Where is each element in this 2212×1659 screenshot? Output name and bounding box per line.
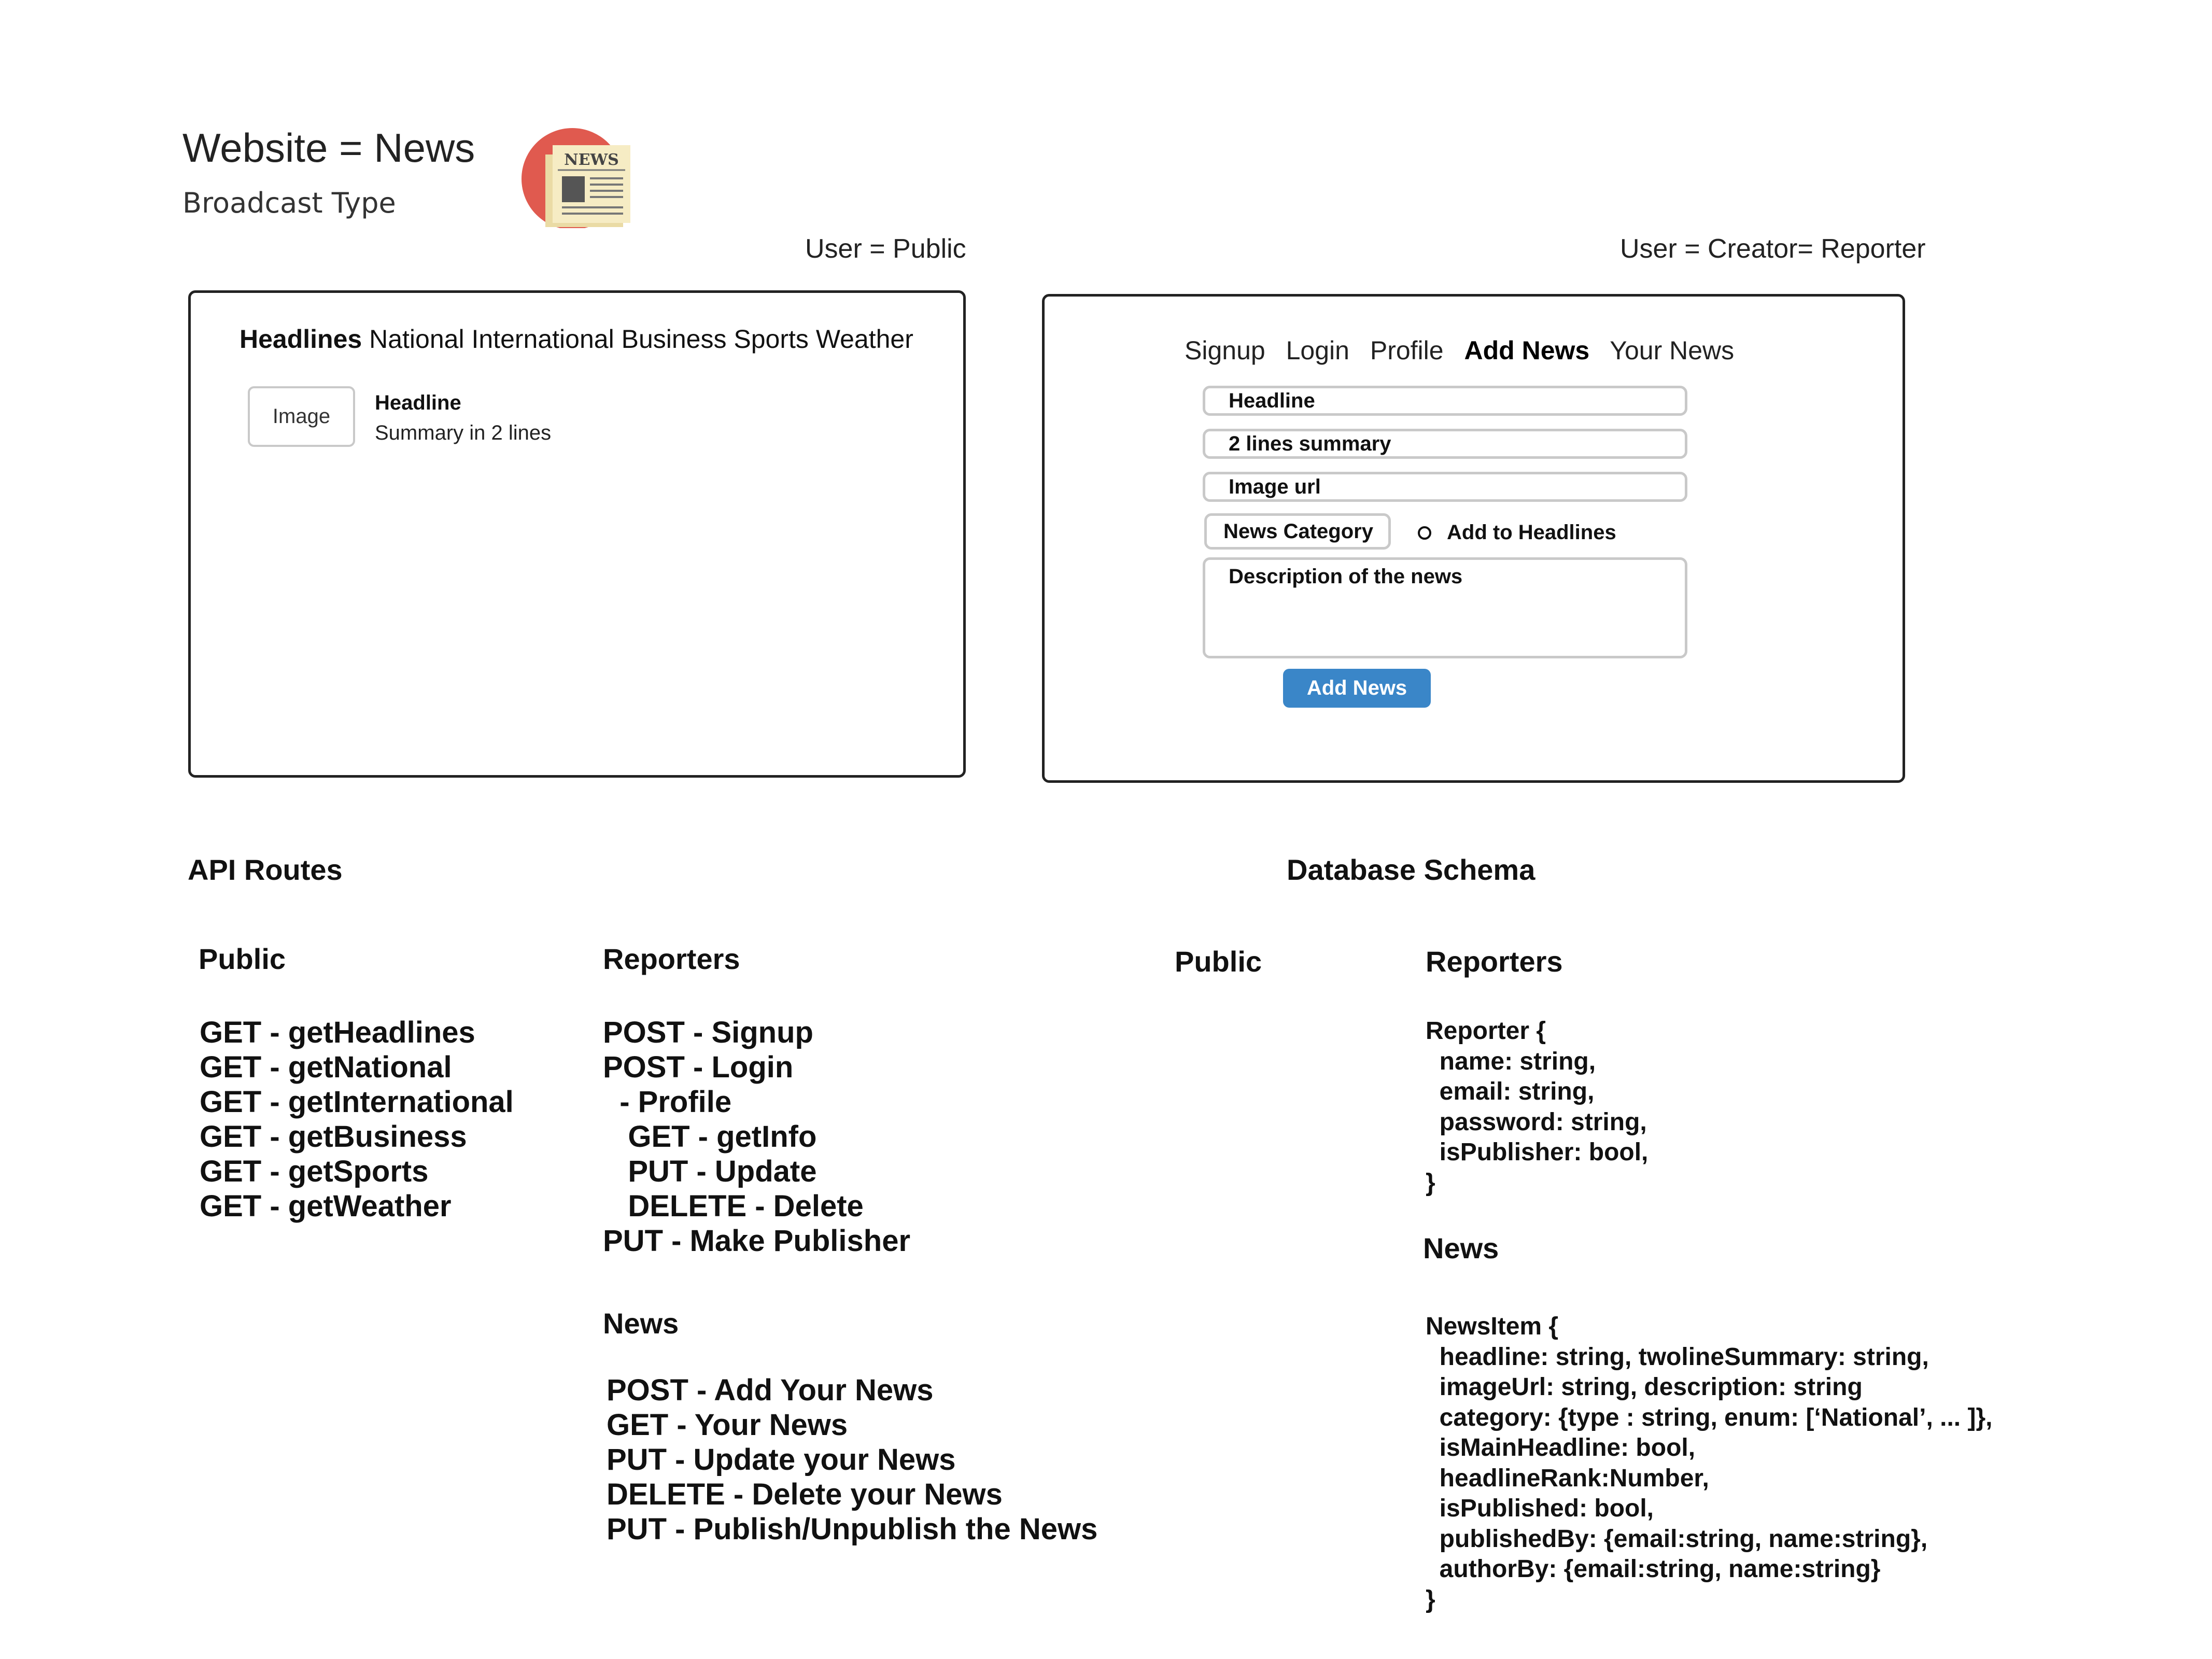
api-public-heading: Public <box>199 943 286 975</box>
tab-profile[interactable]: Profile <box>1370 336 1444 365</box>
api-public-routes: GET - getHeadlines GET - getNational GET… <box>200 1015 514 1224</box>
nav-sports[interactable]: Sports <box>734 325 809 354</box>
article-summary: Summary in 2 lines <box>375 421 552 444</box>
tab-your-news[interactable]: Your News <box>1610 336 1735 365</box>
schema-line: headline: string, twolineSummary: string… <box>1426 1343 1929 1371</box>
reporter-nav: Signup Login Profile Add News Your News <box>1185 335 1748 365</box>
public-nav: Headlines National International Busines… <box>239 324 913 354</box>
description-textarea[interactable]: Description of the news <box>1203 557 1687 658</box>
schema-line: category: {type : string, enum: [‘Nation… <box>1426 1403 1993 1431</box>
page-title: Website = News <box>182 125 475 171</box>
summary-placeholder: 2 lines summary <box>1229 432 1391 455</box>
newspaper-logo-icon: NEWS <box>520 124 632 230</box>
nav-weather[interactable]: Weather <box>815 325 913 354</box>
add-news-button[interactable]: Add News <box>1283 669 1431 708</box>
api-news-routes: POST - Add Your News GET - Your News PUT… <box>607 1373 1097 1546</box>
tab-login[interactable]: Login <box>1286 336 1349 365</box>
logo-text: NEWS <box>564 151 619 169</box>
logo-photo <box>562 176 585 202</box>
radio-circle-icon[interactable] <box>1418 526 1431 540</box>
news-category-label: News Category <box>1223 519 1373 543</box>
route-item: PUT - Update your News <box>607 1443 956 1477</box>
reporter-schema: Reporter { name: string, email: string, … <box>1426 1016 1648 1198</box>
db-reporters-heading: Reporters <box>1426 945 1563 978</box>
schema-line: headlineRank:Number, <box>1426 1464 1709 1492</box>
image-url-placeholder: Image url <box>1229 475 1321 498</box>
route-item: PUT - Publish/Unpublish the News <box>607 1512 1098 1546</box>
add-to-headlines-radio[interactable]: Add to Headlines <box>1418 521 1616 544</box>
route-item: GET - getNational <box>200 1050 452 1084</box>
schema-line: } <box>1426 1169 1435 1197</box>
reporter-wireframe-panel: Signup Login Profile Add News Your News … <box>1042 294 1905 783</box>
nav-national[interactable]: National <box>369 325 464 354</box>
headline-input[interactable]: Headline <box>1203 386 1687 416</box>
schema-line: isPublisher: bool, <box>1426 1138 1649 1166</box>
newsitem-schema: NewsItem { headline: string, twolineSumm… <box>1426 1312 1992 1615</box>
image-url-input[interactable]: Image url <box>1203 472 1687 502</box>
schema-line: isPublished: bool, <box>1426 1495 1654 1522</box>
add-to-headlines-label: Add to Headlines <box>1447 521 1616 544</box>
article-headline[interactable]: Headline <box>375 391 461 414</box>
nav-international[interactable]: International <box>471 325 614 354</box>
user-public-label: User = Public <box>805 234 966 264</box>
schema-line: name: string, <box>1426 1047 1596 1075</box>
db-public-heading: Public <box>1175 945 1262 978</box>
route-item: GET - Your News <box>607 1408 848 1442</box>
schema-line: authorBy: {email:string, name:string} <box>1426 1555 1881 1583</box>
schema-line: email: string, <box>1426 1078 1595 1105</box>
public-wireframe-panel: Headlines National International Busines… <box>188 290 966 778</box>
nav-business[interactable]: Business <box>621 325 727 354</box>
headline-placeholder: Headline <box>1229 389 1315 412</box>
route-item: GET - getWeather <box>200 1189 452 1223</box>
tab-signup[interactable]: Signup <box>1185 336 1265 365</box>
route-item: DELETE - Delete <box>603 1189 864 1223</box>
route-item: PUT - Make Publisher <box>603 1224 911 1258</box>
route-item: GET - getSports <box>200 1155 429 1188</box>
route-item: POST - Signup <box>603 1016 813 1049</box>
route-item: GET - getInternational <box>200 1085 514 1119</box>
api-news-heading: News <box>603 1307 679 1340</box>
article-image-placeholder[interactable]: Image <box>248 386 355 447</box>
route-item: POST - Add Your News <box>607 1373 934 1407</box>
api-reporters-heading: Reporters <box>603 943 740 975</box>
schema-line: publishedBy: {email:string, name:string}… <box>1426 1525 1928 1553</box>
schema-line: imageUrl: string, description: string <box>1426 1373 1863 1401</box>
database-schema-title: Database Schema <box>1287 853 1535 886</box>
schema-line: isMainHeadline: bool, <box>1426 1434 1696 1461</box>
tab-add-news[interactable]: Add News <box>1464 336 1590 365</box>
api-routes-title: API Routes <box>188 853 343 886</box>
schema-line: NewsItem { <box>1426 1313 1559 1340</box>
news-category-select[interactable]: News Category <box>1204 513 1391 550</box>
route-item: POST - Login <box>603 1050 794 1084</box>
user-creator-label: User = Creator= Reporter <box>1620 234 1926 264</box>
api-reporter-routes: POST - Signup POST - Login - Profile GET… <box>603 1015 910 1258</box>
route-item: GET - getInfo <box>603 1120 817 1154</box>
schema-line: Reporter { <box>1426 1017 1546 1045</box>
description-placeholder: Description of the news <box>1229 565 1463 588</box>
nav-headlines[interactable]: Headlines <box>239 325 362 354</box>
route-item: - Profile <box>603 1085 732 1119</box>
schema-line: password: string, <box>1426 1108 1647 1136</box>
route-item: GET - getHeadlines <box>200 1016 475 1049</box>
route-item: GET - getBusiness <box>200 1120 467 1154</box>
route-item: DELETE - Delete your News <box>607 1478 1003 1511</box>
summary-input[interactable]: 2 lines summary <box>1203 429 1687 459</box>
db-news-heading: News <box>1423 1232 1499 1264</box>
route-item: PUT - Update <box>603 1155 817 1188</box>
schema-line: } <box>1426 1585 1435 1613</box>
page-subtitle: Broadcast Type <box>182 187 396 219</box>
